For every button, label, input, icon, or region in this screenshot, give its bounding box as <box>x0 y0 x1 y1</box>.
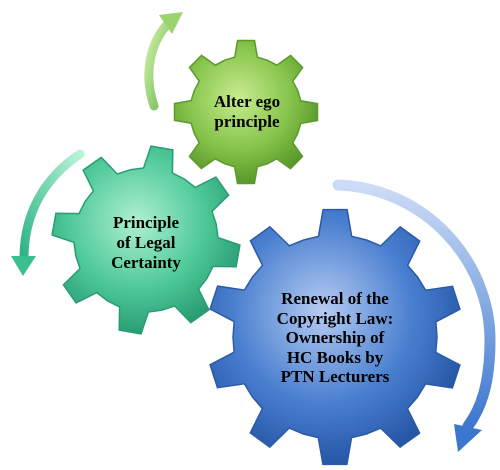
arrow-head-legal-certainty <box>11 256 36 276</box>
gear-label-line: Copyright Law: <box>276 308 394 328</box>
arrow-head-copyright-renewal <box>454 424 482 452</box>
gear-label-line: Ownership of <box>285 328 385 348</box>
gear-legal-certainty <box>51 145 241 335</box>
gear-label-line: HC Books by <box>286 347 384 367</box>
gear-label-legal-certainty: Principle of Legal Certainty <box>86 210 206 276</box>
gear-label-alter-ego: Alter ego principle <box>192 86 302 138</box>
gear-label-line: PTN Lecturers <box>280 367 390 387</box>
gear-alter-ego <box>173 39 319 185</box>
gear-label-line: Certainty <box>111 253 181 272</box>
gear-label-copyright-renewal: Renewal of the Copyright Law: Ownership … <box>250 284 420 392</box>
arrow-copyright-renewal <box>332 179 496 432</box>
gear-copyright-renewal <box>209 208 461 466</box>
gear-label-line: Principle <box>112 213 180 232</box>
gear-label-line: Renewal of the <box>281 289 389 309</box>
arrow-legal-certainty <box>19 149 85 263</box>
gear-label-line: principle <box>214 112 280 131</box>
arrow-head-alter-ego <box>159 12 183 34</box>
gear-label-line: Alter ego <box>213 92 281 111</box>
gear-label-line: of Legal <box>116 233 176 252</box>
